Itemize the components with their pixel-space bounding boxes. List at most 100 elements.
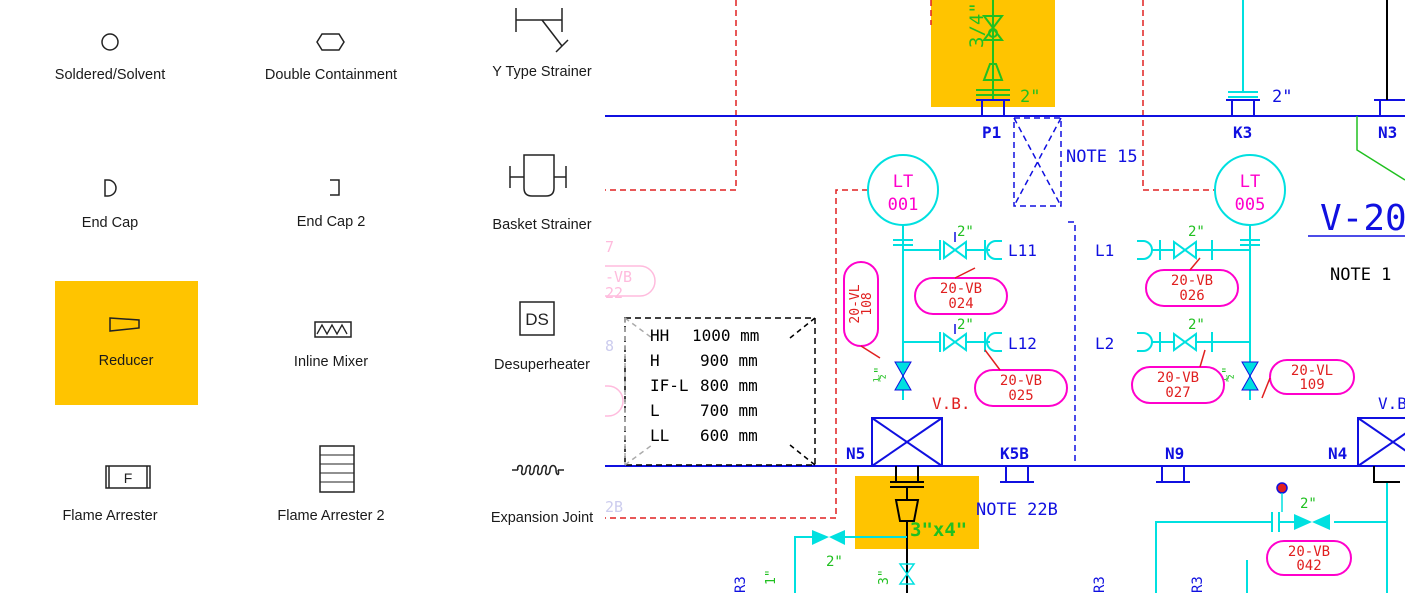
bottom-valve bbox=[898, 563, 916, 585]
equipment-tag: V-20 bbox=[1320, 198, 1405, 239]
tag-leaders bbox=[860, 257, 1271, 399]
instrument-lt-001[interactable]: LT 001 bbox=[867, 154, 939, 226]
tag-bubbles bbox=[843, 261, 1355, 576]
palette-item-reducer[interactable]: Reducer bbox=[55, 281, 198, 405]
palette-item-label: Expansion Joint bbox=[490, 510, 594, 526]
line-tag: L1 bbox=[1095, 241, 1114, 260]
edge-fragment: -VB bbox=[605, 268, 632, 286]
level-value: 700 mm bbox=[700, 401, 758, 420]
double-containment-icon bbox=[316, 33, 345, 51]
size-label: ½" bbox=[873, 366, 888, 382]
edge-fragment: 22 bbox=[605, 284, 623, 302]
edge-fragments: 7 -VB 22 8 2B bbox=[605, 238, 632, 516]
palette-item-label: Double Containment bbox=[264, 67, 398, 83]
edge-fragment: 2B bbox=[605, 498, 623, 516]
tag-line: 20-VB bbox=[1157, 370, 1199, 386]
bottom-right-piping bbox=[1155, 482, 1388, 593]
soldered-solvent-icon bbox=[101, 33, 119, 51]
basket-strainer-icon bbox=[509, 154, 567, 197]
note-label: NOTE 1 bbox=[1330, 265, 1391, 285]
line-n3 bbox=[1356, 116, 1405, 181]
level-name: IF-L bbox=[650, 376, 689, 395]
palette-item-expansion-joint[interactable]: Expansion Joint bbox=[470, 430, 614, 554]
level-name: H bbox=[650, 351, 660, 370]
instrument-number: 005 bbox=[1235, 195, 1266, 215]
bottom-nozzle-n5 bbox=[890, 466, 924, 593]
test-point-icon bbox=[1276, 482, 1288, 494]
size-label: 2" bbox=[1188, 317, 1205, 333]
palette-item-flame-arrester[interactable]: F Flame Arrester bbox=[38, 430, 182, 554]
vent-valve-left bbox=[894, 361, 912, 391]
desuperheater-icon: DS bbox=[519, 301, 555, 336]
internal-dashed bbox=[1013, 117, 1076, 466]
palette-item-label: Flame Arrester 2 bbox=[277, 508, 385, 524]
note-label: NOTE 22B bbox=[976, 500, 1058, 520]
manway-n5 bbox=[871, 417, 943, 467]
size-label: 2" bbox=[1188, 224, 1205, 240]
edge-tag-outline bbox=[605, 385, 624, 417]
level-value: 800 mm bbox=[700, 376, 758, 395]
nozzle-label: N9 bbox=[1165, 444, 1184, 463]
tag-line: 20-VB bbox=[1171, 273, 1213, 289]
tag-line: 20-VL bbox=[848, 284, 863, 323]
palette-item-desuperheater[interactable]: DS Desuperheater bbox=[470, 281, 614, 405]
pid-drawing: 7 -VB 22 8 2B 3/4" 2" bbox=[605, 0, 1405, 593]
tag-number: 024 bbox=[948, 296, 973, 312]
size-label: 3/4" bbox=[966, 2, 988, 48]
palette-item-y-type-strainer[interactable]: Y Type Strainer bbox=[470, 0, 614, 124]
palette-item-end-cap[interactable]: End Cap bbox=[38, 150, 182, 274]
edge-tag-outline bbox=[605, 265, 656, 297]
end-cap-2-icon bbox=[330, 179, 340, 196]
flame-arrester-glyph: F bbox=[124, 470, 133, 486]
level-value: 900 mm bbox=[700, 351, 758, 370]
drain-line bbox=[794, 536, 907, 593]
level-name: HH bbox=[650, 326, 669, 345]
size-label: 2" bbox=[1020, 87, 1040, 107]
instrument-tag: LT bbox=[893, 172, 913, 192]
r3-labels: R3 R3 R3 bbox=[733, 576, 1206, 593]
level-table: HH 1000 mm H 900 mm IF-L 800 mm L 700 mm… bbox=[624, 317, 816, 466]
level-name: LL bbox=[650, 426, 669, 445]
tag-line: 20-VB bbox=[1288, 544, 1330, 560]
bottom-right-valve bbox=[1294, 514, 1330, 530]
palette-item-label: End Cap bbox=[81, 215, 139, 231]
palette-item-double-containment[interactable]: Double Containment bbox=[259, 0, 403, 124]
desuperheater-glyph: DS bbox=[525, 310, 549, 329]
palette-item-label: Inline Mixer bbox=[293, 354, 369, 370]
tag-line: 20-VB bbox=[940, 281, 982, 297]
flame-arrester-2-icon bbox=[319, 445, 355, 493]
nozzle-labels: P1 K3 N3 N5 K5B N9 N4 bbox=[846, 123, 1397, 463]
symbol-palette: Soldered/Solvent Double Containment Y Ty… bbox=[0, 0, 605, 593]
tag-number: 108 bbox=[860, 292, 875, 315]
palette-item-label: End Cap 2 bbox=[296, 214, 366, 230]
palette-item-soldered-solvent[interactable]: Soldered/Solvent bbox=[38, 0, 182, 124]
vertical-tag: 20-VL 108 bbox=[848, 284, 875, 323]
instrument-tag: LT bbox=[1240, 172, 1260, 192]
pid-drawing-canvas[interactable]: 7 -VB 22 8 2B 3/4" 2" bbox=[605, 0, 1405, 593]
size-label: ½" bbox=[1221, 366, 1236, 382]
edge-fragment: R3 bbox=[733, 576, 749, 593]
palette-item-end-cap-2[interactable]: End Cap 2 bbox=[259, 150, 403, 274]
end-cap-icon bbox=[104, 179, 117, 197]
inline-mixer-icon bbox=[314, 321, 352, 338]
valve-p1-assembly bbox=[976, 0, 1010, 100]
edge-fragment: R3 bbox=[1190, 576, 1206, 593]
edge-fragment: 8 bbox=[605, 337, 614, 355]
valve-label: V.B bbox=[1378, 394, 1405, 413]
instrument-number: 001 bbox=[888, 195, 919, 215]
line-tag: L11 bbox=[1008, 241, 1037, 260]
tag-number: 026 bbox=[1179, 288, 1204, 304]
palette-item-flame-arrester-2[interactable]: Flame Arrester 2 bbox=[259, 430, 403, 554]
nozzle-label: N3 bbox=[1378, 123, 1397, 142]
note-label: NOTE 15 bbox=[1066, 147, 1138, 167]
palette-item-label: Basket Strainer bbox=[492, 217, 592, 233]
tag-number: 042 bbox=[1296, 558, 1321, 574]
palette-item-label: Y Type Strainer bbox=[492, 64, 592, 80]
size-label: 2" bbox=[957, 317, 974, 333]
nozzle-label: N4 bbox=[1328, 444, 1347, 463]
nozzle-symbols bbox=[976, 99, 1405, 483]
palette-item-inline-mixer[interactable]: Inline Mixer bbox=[259, 281, 403, 405]
palette-item-basket-strainer[interactable]: Basket Strainer bbox=[470, 150, 614, 274]
instrument-lt-005[interactable]: LT 005 bbox=[1214, 154, 1286, 226]
size-label: 1" bbox=[764, 569, 779, 585]
